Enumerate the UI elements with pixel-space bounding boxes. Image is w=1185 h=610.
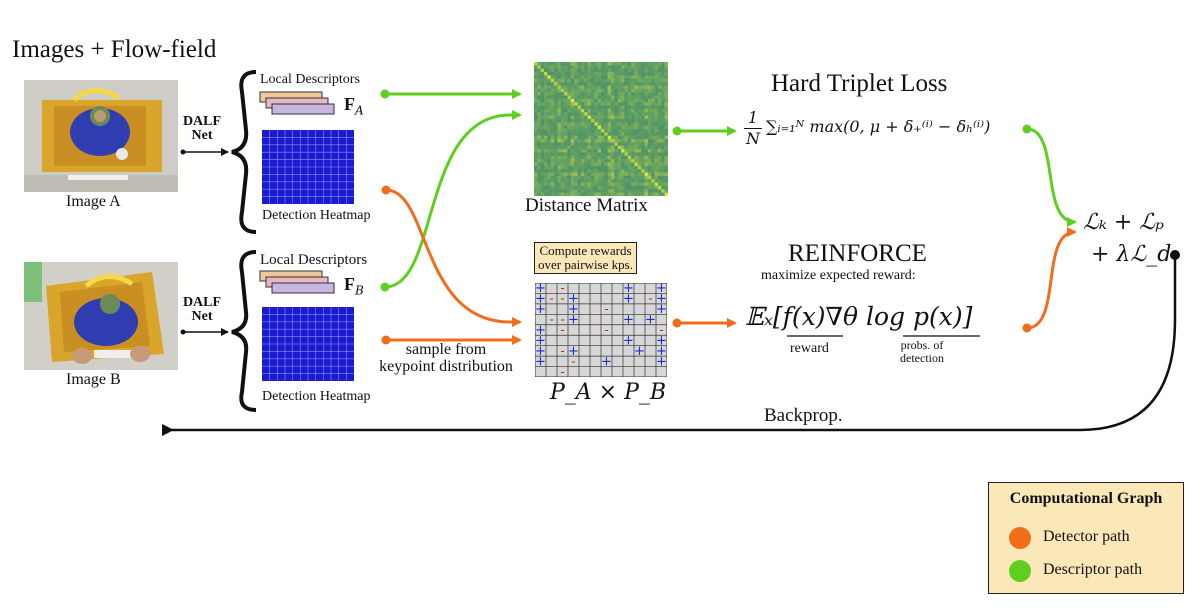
detection-heatmap-label-a: Detection Heatmap bbox=[262, 208, 371, 223]
detection-heatmap-label-b: Detection Heatmap bbox=[262, 389, 371, 404]
detection-heatmap-a bbox=[262, 130, 354, 204]
reinforce-subtitle: maximize expected reward: bbox=[761, 268, 916, 283]
reinforce-formula: 𝔼ₓ[f(x)∇θ log p(x)] bbox=[745, 302, 973, 331]
triplet-formula: ∑ᵢ₌₁ᴺ max(0, μ + δ₊⁽ⁱ⁾ − δₕ⁽ⁱ⁾) bbox=[766, 117, 991, 136]
reward-cell-27: + bbox=[535, 344, 546, 359]
total-loss-line1: ℒₖ + ℒₚ bbox=[1083, 210, 1164, 235]
reward-cell-18: + bbox=[623, 313, 634, 328]
reward-cell-4: + bbox=[535, 292, 546, 307]
local-descriptors-label-b: Local Descriptors bbox=[260, 252, 368, 268]
reward-cell-20: + bbox=[535, 323, 546, 338]
reward-cell-1: - bbox=[560, 283, 564, 295]
reward-cell-2: + bbox=[623, 283, 634, 296]
distance-matrix bbox=[534, 62, 668, 196]
legend: Computational Graph Detector path Descri… bbox=[988, 482, 1184, 594]
descriptor-path-swatch bbox=[1009, 560, 1031, 582]
reward-cell-12: + bbox=[568, 302, 579, 317]
reward-cell-6: - bbox=[560, 292, 564, 306]
legend-title: Computational Graph bbox=[1009, 490, 1163, 507]
reward-cell-29: + bbox=[568, 344, 579, 359]
reward-cell-30: + bbox=[634, 344, 645, 359]
brace-b bbox=[231, 250, 257, 412]
image-a-label: Image A bbox=[66, 193, 121, 210]
reward-cell-21: - bbox=[560, 323, 564, 337]
reward-cell-28: - bbox=[560, 344, 564, 358]
image-b bbox=[24, 262, 178, 370]
reward-cell-16: - bbox=[560, 313, 564, 327]
feature-a-symbol: FA bbox=[344, 94, 364, 118]
reward-cell-36: - bbox=[560, 365, 564, 377]
reward-cell-13: - bbox=[604, 302, 608, 316]
reward-cell-17: + bbox=[568, 313, 579, 328]
reward-cell-24: + bbox=[535, 333, 546, 348]
image-b-label: Image B bbox=[66, 371, 121, 388]
reward-cell-23: - bbox=[659, 323, 663, 337]
reinforce-title: REINFORCE bbox=[788, 240, 927, 267]
reward-cell-11: + bbox=[535, 302, 546, 317]
detector-path-swatch bbox=[1009, 527, 1031, 549]
dalf-arrow-b bbox=[180, 328, 229, 336]
backprop-line bbox=[162, 255, 1177, 436]
reward-cell-31: + bbox=[656, 344, 667, 359]
reward-cell-22: - bbox=[604, 323, 608, 337]
reward-cell-26: + bbox=[656, 333, 667, 348]
reward-cell-14: + bbox=[656, 302, 667, 317]
reward-annotation: reward bbox=[790, 341, 829, 356]
reward-cell-32: + bbox=[535, 354, 546, 369]
product-label: P_A × P_B bbox=[550, 380, 667, 405]
page-title: Images + Flow-field bbox=[12, 36, 217, 63]
reward-cell-19: + bbox=[645, 313, 656, 328]
local-descriptors-label-a: Local Descriptors bbox=[260, 72, 360, 87]
distance-matrix-label: Distance Matrix bbox=[525, 195, 648, 216]
reward-cell-5: - bbox=[549, 292, 553, 306]
reward-cell-3: + bbox=[656, 283, 667, 296]
reward-cell-8: + bbox=[623, 292, 634, 307]
detection-heatmap-b bbox=[262, 307, 354, 381]
descriptor-stack-a bbox=[259, 91, 335, 115]
total-loss-line2: + λℒ_d bbox=[1091, 242, 1172, 267]
reward-grid: +-+++--++-+++-+--++++---++++-++++-++- bbox=[535, 283, 667, 377]
reward-cell-10: + bbox=[656, 292, 667, 307]
detector-path-label: Detector path bbox=[1043, 528, 1130, 545]
backprop-label: Backprop. bbox=[764, 405, 843, 426]
descriptor-path-label: Descriptor path bbox=[1043, 561, 1143, 578]
dalf-arrow-a bbox=[180, 148, 229, 156]
reward-cell-7: + bbox=[568, 292, 579, 307]
reward-cell-0: + bbox=[535, 283, 546, 296]
reward-cell-33: - bbox=[571, 354, 575, 368]
reward-cell-9: - bbox=[648, 292, 652, 306]
reward-cell-34: + bbox=[601, 354, 612, 369]
reward-cell-15: - bbox=[549, 313, 553, 327]
triplet-fraction: 1 N bbox=[744, 108, 762, 148]
feature-b-symbol: FB bbox=[344, 274, 364, 298]
reward-cell-35: + bbox=[656, 354, 667, 369]
image-a bbox=[24, 80, 178, 192]
triplet-loss-title: Hard Triplet Loss bbox=[771, 70, 948, 97]
reward-cell-25: + bbox=[623, 333, 634, 348]
descriptor-stack-b bbox=[259, 270, 335, 294]
brace-a bbox=[231, 70, 257, 234]
